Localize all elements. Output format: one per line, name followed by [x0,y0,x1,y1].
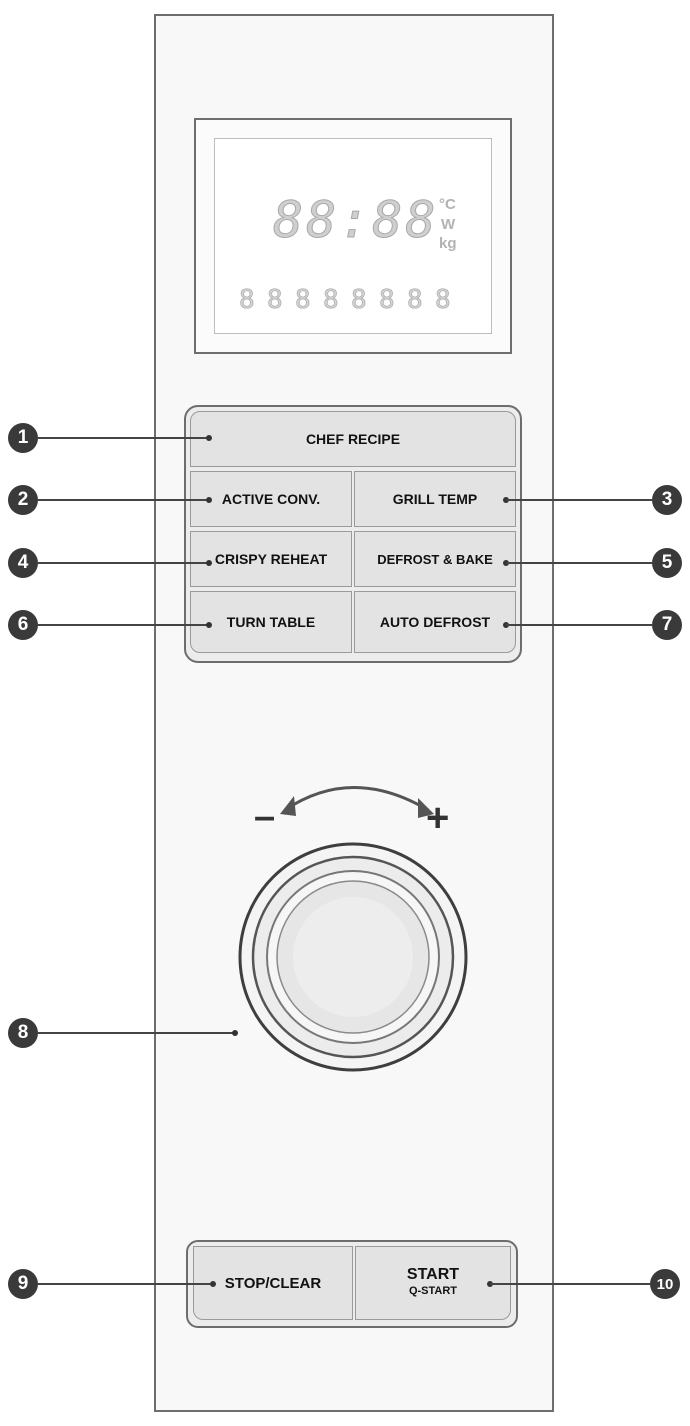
callout-5-line [506,562,652,564]
segment-digit: 8 [295,285,311,316]
grill-temp-button[interactable]: GRILL TEMP [354,471,516,527]
segment-digit: 8 [435,285,451,316]
callout-5-badge: 5 [652,548,682,578]
segment-digit: 8 [351,285,367,316]
stop-clear-button[interactable]: STOP/CLEAR [193,1246,353,1320]
unit-kg: kg [439,235,457,252]
callout-6-badge: 6 [8,610,38,640]
segment-digit: 8 [239,285,255,316]
callout-1-badge: 1 [8,423,38,453]
callout-8-dot [232,1030,238,1036]
time-readout: 88:88 [273,191,439,250]
callout-6-line [38,624,208,626]
callout-1-dot [206,435,212,441]
segment-digit: 8 [379,285,395,316]
callout-3-badge: 3 [652,485,682,515]
callout-10-badge: 10 [650,1269,680,1299]
segment-digit: 8 [323,285,339,316]
unit-watt: W [441,216,456,233]
callout-2-badge: 2 [8,485,38,515]
callout-7-badge: 7 [652,610,682,640]
chef-recipe-button[interactable]: CHEF RECIPE [190,411,516,467]
callout-9-line [38,1283,212,1285]
dial-arc [284,786,429,812]
callout-4-line [38,562,208,564]
callout-10-line [490,1283,650,1285]
auto-defrost-button[interactable]: AUTO DEFROST [354,591,516,653]
arc-arrow-right-icon [418,798,434,818]
defrost-bake-button[interactable]: DEFROST & BAKE [354,531,516,587]
callout-8-badge: 8 [8,1018,38,1048]
segment-digit: 8 [407,285,423,316]
callout-3-line [506,499,652,501]
active-conv-button[interactable]: ACTIVE CONV. [190,471,352,527]
lcd-screen: 88:88 °C W kg 8 8 8 8 8 8 8 8 [214,138,492,334]
dial-plus-label: + [426,796,450,840]
callout-7-line [506,624,652,626]
callout-4-badge: 4 [8,548,38,578]
callout-1-line [38,437,208,439]
callout-9-dot [210,1281,216,1287]
callout-6-dot [206,622,212,628]
callout-2-dot [206,497,212,503]
start-button[interactable]: START Q-START [355,1246,511,1320]
callout-8-line [38,1032,234,1034]
callout-9-badge: 9 [8,1269,38,1299]
segment-digit: 8 [267,285,283,316]
turn-table-button[interactable]: TURN TABLE [190,591,352,653]
crispy-reheat-button[interactable]: CRISPY REHEAT [190,531,352,587]
unit-celsius: °C [439,196,456,213]
dial-knob-face [293,897,413,1017]
arc-arrow-left-icon [280,796,296,816]
lcd-display: 88:88 °C W kg 8 8 8 8 8 8 8 8 [194,118,512,354]
dial-area [238,786,468,1072]
callout-2-line [38,499,208,501]
callout-4-dot [206,560,212,566]
dial-minus-label: – [254,796,276,838]
